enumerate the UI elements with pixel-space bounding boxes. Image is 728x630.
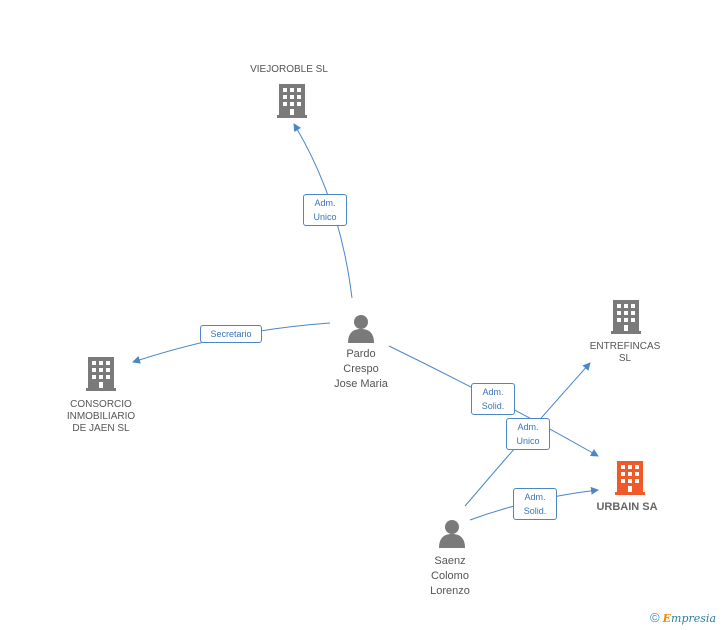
company-label-consorcio[interactable]: CONSORCIO INMOBILIARIO DE JAEN SL bbox=[66, 399, 136, 434]
person-label-saenz[interactable]: Saenz Colomo Lorenzo bbox=[430, 555, 470, 597]
company-label-viejoroble[interactable]: VIEJOROBLE SL bbox=[250, 64, 328, 75]
copyright-icon: © bbox=[650, 610, 660, 625]
building-icon-viejoroble[interactable] bbox=[277, 84, 307, 118]
company-label-urbain[interactable]: URBAIN SA bbox=[596, 501, 658, 513]
building-icon-urbain[interactable] bbox=[615, 461, 645, 495]
empresia-credit[interactable]: © Empresia bbox=[650, 610, 716, 625]
relation-label-pardo-urbain: Adm. Solid. bbox=[471, 383, 515, 415]
relation-label-pardo-consorcio: Secretario bbox=[200, 325, 262, 343]
relation-label-saenz-urbain: Adm. Solid. bbox=[513, 488, 557, 520]
person-label-pardo[interactable]: Pardo Crespo Jose Maria bbox=[334, 348, 388, 390]
empresia-logo: Empresia bbox=[662, 612, 717, 625]
person-icon-saenz[interactable] bbox=[439, 520, 465, 548]
person-icon-pardo[interactable] bbox=[348, 315, 374, 343]
relation-label-saenz-entrefincas: Adm. Unico bbox=[506, 418, 550, 450]
building-icon-consorcio[interactable] bbox=[86, 357, 116, 391]
company-label-entrefincas[interactable]: ENTREFINCAS SL bbox=[589, 341, 661, 364]
building-icon-entrefincas[interactable] bbox=[611, 300, 641, 334]
relation-label-pardo-viejoroble: Adm. Unico bbox=[303, 194, 347, 226]
